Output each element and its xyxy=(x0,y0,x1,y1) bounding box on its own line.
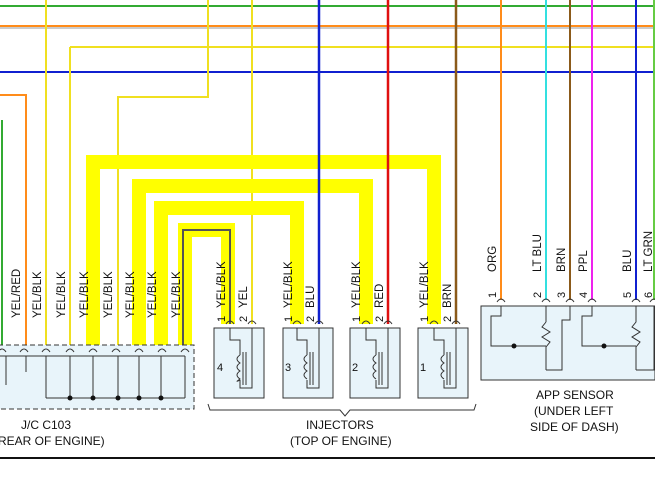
left-wires xyxy=(0,0,253,350)
wire-label: YEL/BLK xyxy=(351,261,363,308)
highlight-loops xyxy=(86,155,441,345)
wire-label: BRN xyxy=(556,248,568,272)
pin-number: 1 xyxy=(351,316,363,322)
pin-number: 2 xyxy=(532,292,544,298)
injectors-caption-sub: (TOP OF ENGINE) xyxy=(290,434,392,448)
injector-wire-labels: 1 YEL/BLK 2 YEL 1 YEL/BLK 2 BLU 1 YEL/BL… xyxy=(216,261,454,322)
injector-number: 1 xyxy=(420,362,426,374)
wire-label: YEL/BLK xyxy=(103,271,115,318)
wire-label: YEL/BLK xyxy=(125,271,137,318)
injector-numbers: 4 3 2 1 xyxy=(217,362,426,374)
injector-1 xyxy=(417,320,469,399)
jc-caption: J/C C103 xyxy=(21,418,71,432)
injector-2 xyxy=(349,320,401,399)
wire-label: YEL/RED xyxy=(11,269,23,318)
wire-label: YEL/BLK xyxy=(216,261,228,308)
wire-label: YEL/BLK xyxy=(147,271,159,318)
injector-3 xyxy=(282,320,334,399)
pin-number: 4 xyxy=(578,292,590,298)
app-wires xyxy=(500,0,655,300)
injectors-bracket xyxy=(207,403,477,417)
wire-label: YEL xyxy=(238,286,250,308)
wire-label: BRN xyxy=(442,284,454,308)
jc-caption-sub: (REAR OF ENGINE) xyxy=(0,434,105,448)
app-caption: APP SENSOR xyxy=(536,388,614,402)
app-wire-labels: 1 ORG 2 LT BLU 3 BRN 4 PPL 5 BLU 6 LT GR… xyxy=(487,231,655,298)
wire-label: LT BLU xyxy=(532,234,544,272)
pin-number: 1 xyxy=(283,316,295,322)
injectors-caption: INJECTORS xyxy=(306,418,374,432)
wire-label: RED xyxy=(374,284,386,308)
jc-wire-labels: YEL/RED YEL/BLK YEL/BLK YEL/BLK YEL/BLK … xyxy=(11,269,183,318)
wire-label: BLU xyxy=(305,286,317,308)
pin-number: 2 xyxy=(442,316,454,322)
pin-number: 3 xyxy=(556,292,568,298)
wire-label: LT GRN xyxy=(643,231,655,272)
wire-label: YEL/BLK xyxy=(79,271,91,318)
pin-number: 1 xyxy=(487,292,499,298)
pin-number: 5 xyxy=(622,292,634,298)
wire-label: YEL/BLK xyxy=(171,271,183,318)
app-sensor xyxy=(480,298,655,381)
wire-label: BLU xyxy=(622,250,634,272)
injector-wires xyxy=(317,0,458,324)
pin-number: 2 xyxy=(305,316,317,322)
pin-number: 1 xyxy=(419,316,431,322)
wire-label: PPL xyxy=(578,250,590,272)
pin-number: 6 xyxy=(643,292,655,298)
injector-number: 2 xyxy=(352,362,358,374)
wire-label: ORG xyxy=(487,246,499,272)
app-caption-sub2: SIDE OF DASH) xyxy=(530,420,619,434)
injector-number: 4 xyxy=(217,362,223,374)
app-caption-sub1: (UNDER LEFT xyxy=(534,404,614,418)
top-bus-lines xyxy=(0,5,655,73)
wire-label: YEL/BLK xyxy=(283,261,295,308)
wire-label: YEL/BLK xyxy=(419,261,431,308)
pin-number: 2 xyxy=(238,316,250,322)
injector-number: 3 xyxy=(285,362,291,374)
wire-label: YEL/BLK xyxy=(56,271,68,318)
pin-number: 2 xyxy=(374,316,386,322)
captions: J/C C103 (REAR OF ENGINE) INJECTORS (TOP… xyxy=(0,388,619,448)
injector-4 xyxy=(213,320,265,399)
jc-c103-connector xyxy=(0,344,195,410)
wire-label: YEL/BLK xyxy=(32,271,44,318)
pin-number: 1 xyxy=(216,316,228,322)
